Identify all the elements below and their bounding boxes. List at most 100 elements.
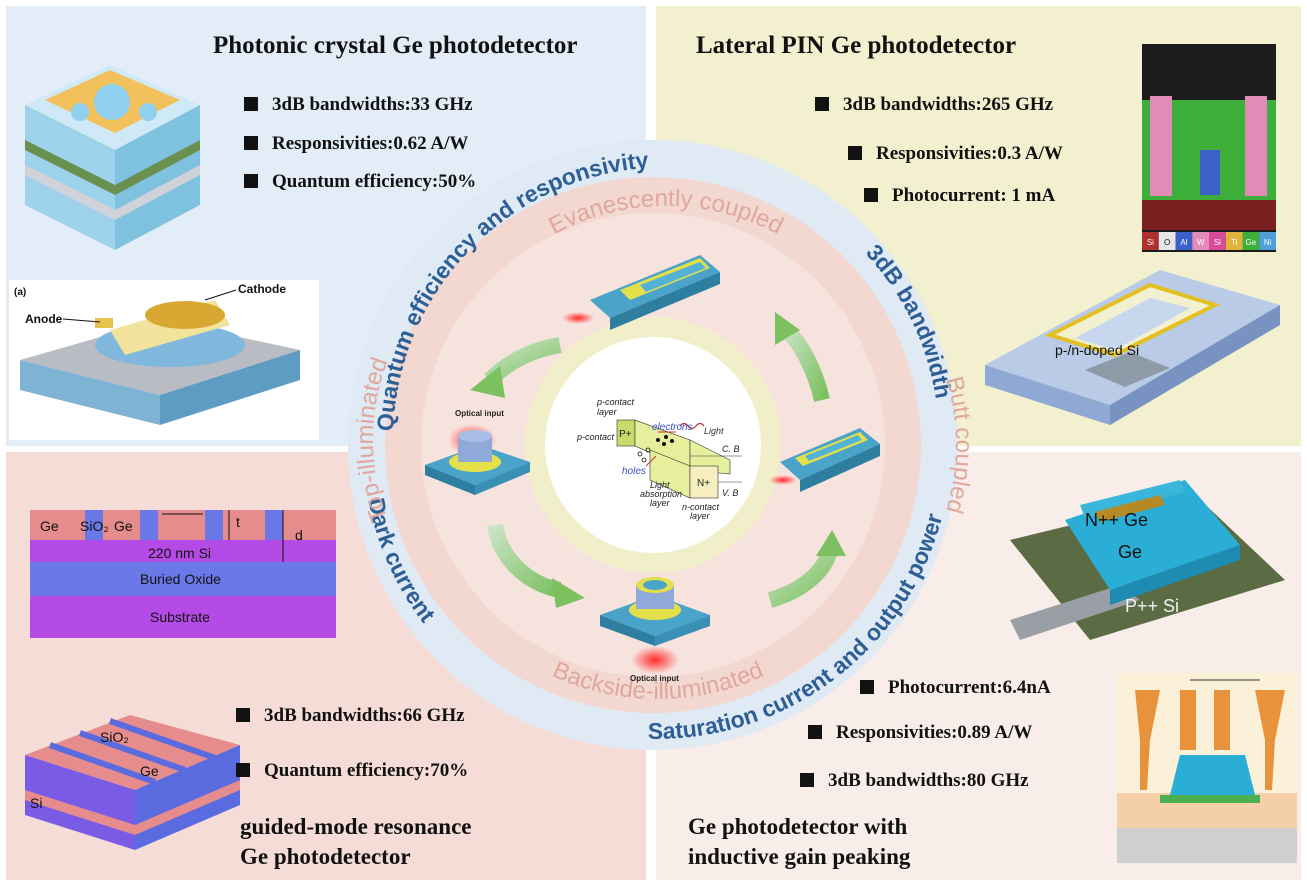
tl-title: Photonic crystal Ge photodetector xyxy=(213,32,578,59)
bullet-square-icon xyxy=(808,725,822,739)
band-absorption-1: Light xyxy=(650,480,670,490)
band-absorption-3: layer xyxy=(650,498,671,508)
cs-t: t xyxy=(236,514,240,530)
sem-legend-swatch xyxy=(1225,232,1243,250)
tr-spec-1: 3dB bandwidths:265 GHz xyxy=(815,94,1053,116)
br-title-line-1: Ge photodetector with xyxy=(688,814,908,839)
cs-si-layer: 220 nm Si xyxy=(148,545,211,561)
bullet-square-icon xyxy=(800,773,814,787)
arrow-top-right-head xyxy=(775,312,800,345)
sem-legend-swatch xyxy=(1142,232,1159,250)
bullet-square-icon xyxy=(236,708,250,722)
device-top-label: N++ Ge xyxy=(1085,510,1148,530)
cs-sio2: SiO₂ xyxy=(80,518,109,534)
bl-title: guided-mode resonance Ge photodetector xyxy=(240,812,472,872)
band-absorption-2: absorption xyxy=(640,489,682,499)
bl-spec-2: Quantum efficiency:70% xyxy=(236,760,468,782)
band-holes: holes xyxy=(622,466,646,477)
cross-section-diagram: Ge SiO₂ Ge t d 220 nm Si Buried Oxide Su… xyxy=(30,510,336,638)
tr-title: Lateral PIN Ge photodetector xyxy=(696,32,1017,59)
cs-ge-1: Ge xyxy=(40,518,59,534)
panel-label: (a) xyxy=(14,287,26,298)
bullet-square-icon xyxy=(236,763,250,777)
sem-legend-swatch xyxy=(1175,232,1193,250)
lateral-pin-label: p-/n-doped Si xyxy=(1055,342,1139,358)
tr-spec-2: Responsivities:0.3 A/W xyxy=(848,143,1063,165)
sem-legend-label: Ge xyxy=(1246,238,1257,247)
tl-spec-2: Responsivities:0.62 A/W xyxy=(244,133,468,155)
br-title-line-2: inductive gain peaking xyxy=(688,844,911,869)
sem-legend-swatch xyxy=(1259,232,1276,250)
backside-device-illustration xyxy=(600,577,710,674)
bullet-square-icon xyxy=(864,188,878,202)
bl-title-line-1: guided-mode resonance xyxy=(240,814,472,839)
top-illuminated-device-illustration xyxy=(425,424,530,495)
tr-spec-3: Photocurrent: 1 mA xyxy=(864,185,1055,207)
device-base-label: P++ Si xyxy=(1125,596,1179,616)
grating-ge: Ge xyxy=(140,763,159,779)
arrow-top-left-head xyxy=(470,366,505,398)
band-p-contact: p-contact xyxy=(576,432,615,442)
photonic-crystal-illustration xyxy=(25,65,200,250)
bullet-square-icon xyxy=(815,97,829,111)
sem-legend-label: Ni xyxy=(1264,238,1272,247)
cs-d: d xyxy=(295,527,303,543)
cathode-label: Cathode xyxy=(238,282,286,296)
bullet-square-icon xyxy=(860,680,874,694)
cathode-anode-illustration: (a) Anode Cathode xyxy=(9,280,319,440)
sem-legend-label: Si xyxy=(1147,238,1154,247)
band-n-plus: N+ xyxy=(697,478,710,489)
sem-legend-label: Al xyxy=(1180,238,1187,247)
cs-substrate: Substrate xyxy=(150,609,210,625)
grating-si: Si xyxy=(30,795,42,811)
bullet-square-icon xyxy=(244,174,258,188)
cs-ge-2: Ge xyxy=(114,518,133,534)
br-spec-3: 3dB bandwidths:80 GHz xyxy=(800,770,1029,792)
arrow-bottom-left xyxy=(487,523,562,598)
band-vb: V. B xyxy=(722,488,738,498)
inductive-peaking-device-illustration: N++ Ge Ge P++ Si xyxy=(1010,480,1285,640)
band-electrons: electrons xyxy=(652,422,693,433)
tl-spec-1: 3dB bandwidths:33 GHz xyxy=(244,94,473,116)
sem-legend-label: Si xyxy=(1214,238,1221,247)
butt-coupled-device-illustration xyxy=(769,428,880,492)
tl-spec-3: Quantum efficiency:50% xyxy=(244,171,476,193)
cs-box: Buried Oxide xyxy=(140,571,221,587)
band-p-contact-layer-1: p-contact xyxy=(596,397,635,407)
circuit-cross-section-image xyxy=(1117,673,1297,863)
sem-legend-label: Ti xyxy=(1231,238,1238,247)
bl-title-line-2: Ge photodetector xyxy=(240,844,411,869)
bullet-square-icon xyxy=(244,136,258,150)
arrow-bottom-left-head xyxy=(552,578,585,608)
lateral-pin-illustration: p-/n-doped Si xyxy=(985,270,1280,425)
sem-legend-swatch xyxy=(1158,232,1176,250)
sem-legend-swatch xyxy=(1242,232,1260,250)
br-spec-1: Photocurrent:6.4nA xyxy=(860,677,1051,699)
arrow-bottom-right-head xyxy=(816,530,846,556)
bullet-square-icon xyxy=(848,146,862,160)
sem-legend-swatch xyxy=(1192,232,1209,250)
grating-illustration: SiO₂ Ge Si xyxy=(25,715,240,850)
grating-sio2: SiO₂ xyxy=(100,729,129,745)
br-spec-2: Responsivities:0.89 A/W xyxy=(808,722,1032,744)
evanescent-device-illustration xyxy=(562,255,720,330)
band-n-contact-1: n-contact xyxy=(682,502,720,512)
sem-legend-label: W xyxy=(1197,238,1205,247)
band-diagram: p-contact layer p-contact P+ electrons L… xyxy=(576,397,742,521)
device-body-label: Ge xyxy=(1118,542,1142,562)
optical-input-top-label: Optical input xyxy=(455,409,504,418)
band-cb: C. B xyxy=(722,444,740,454)
optical-input-bottom-label: Optical input xyxy=(630,674,679,683)
sem-legend-swatch xyxy=(1209,232,1226,250)
band-p-contact-layer-2: layer xyxy=(597,407,618,417)
band-p-plus: P+ xyxy=(619,429,632,440)
band-light: Light xyxy=(704,426,724,436)
bullet-square-icon xyxy=(244,97,258,111)
bl-spec-1: 3dB bandwidths:66 GHz xyxy=(236,705,465,727)
anode-label: Anode xyxy=(25,312,63,326)
band-n-contact-2: layer xyxy=(690,511,711,521)
